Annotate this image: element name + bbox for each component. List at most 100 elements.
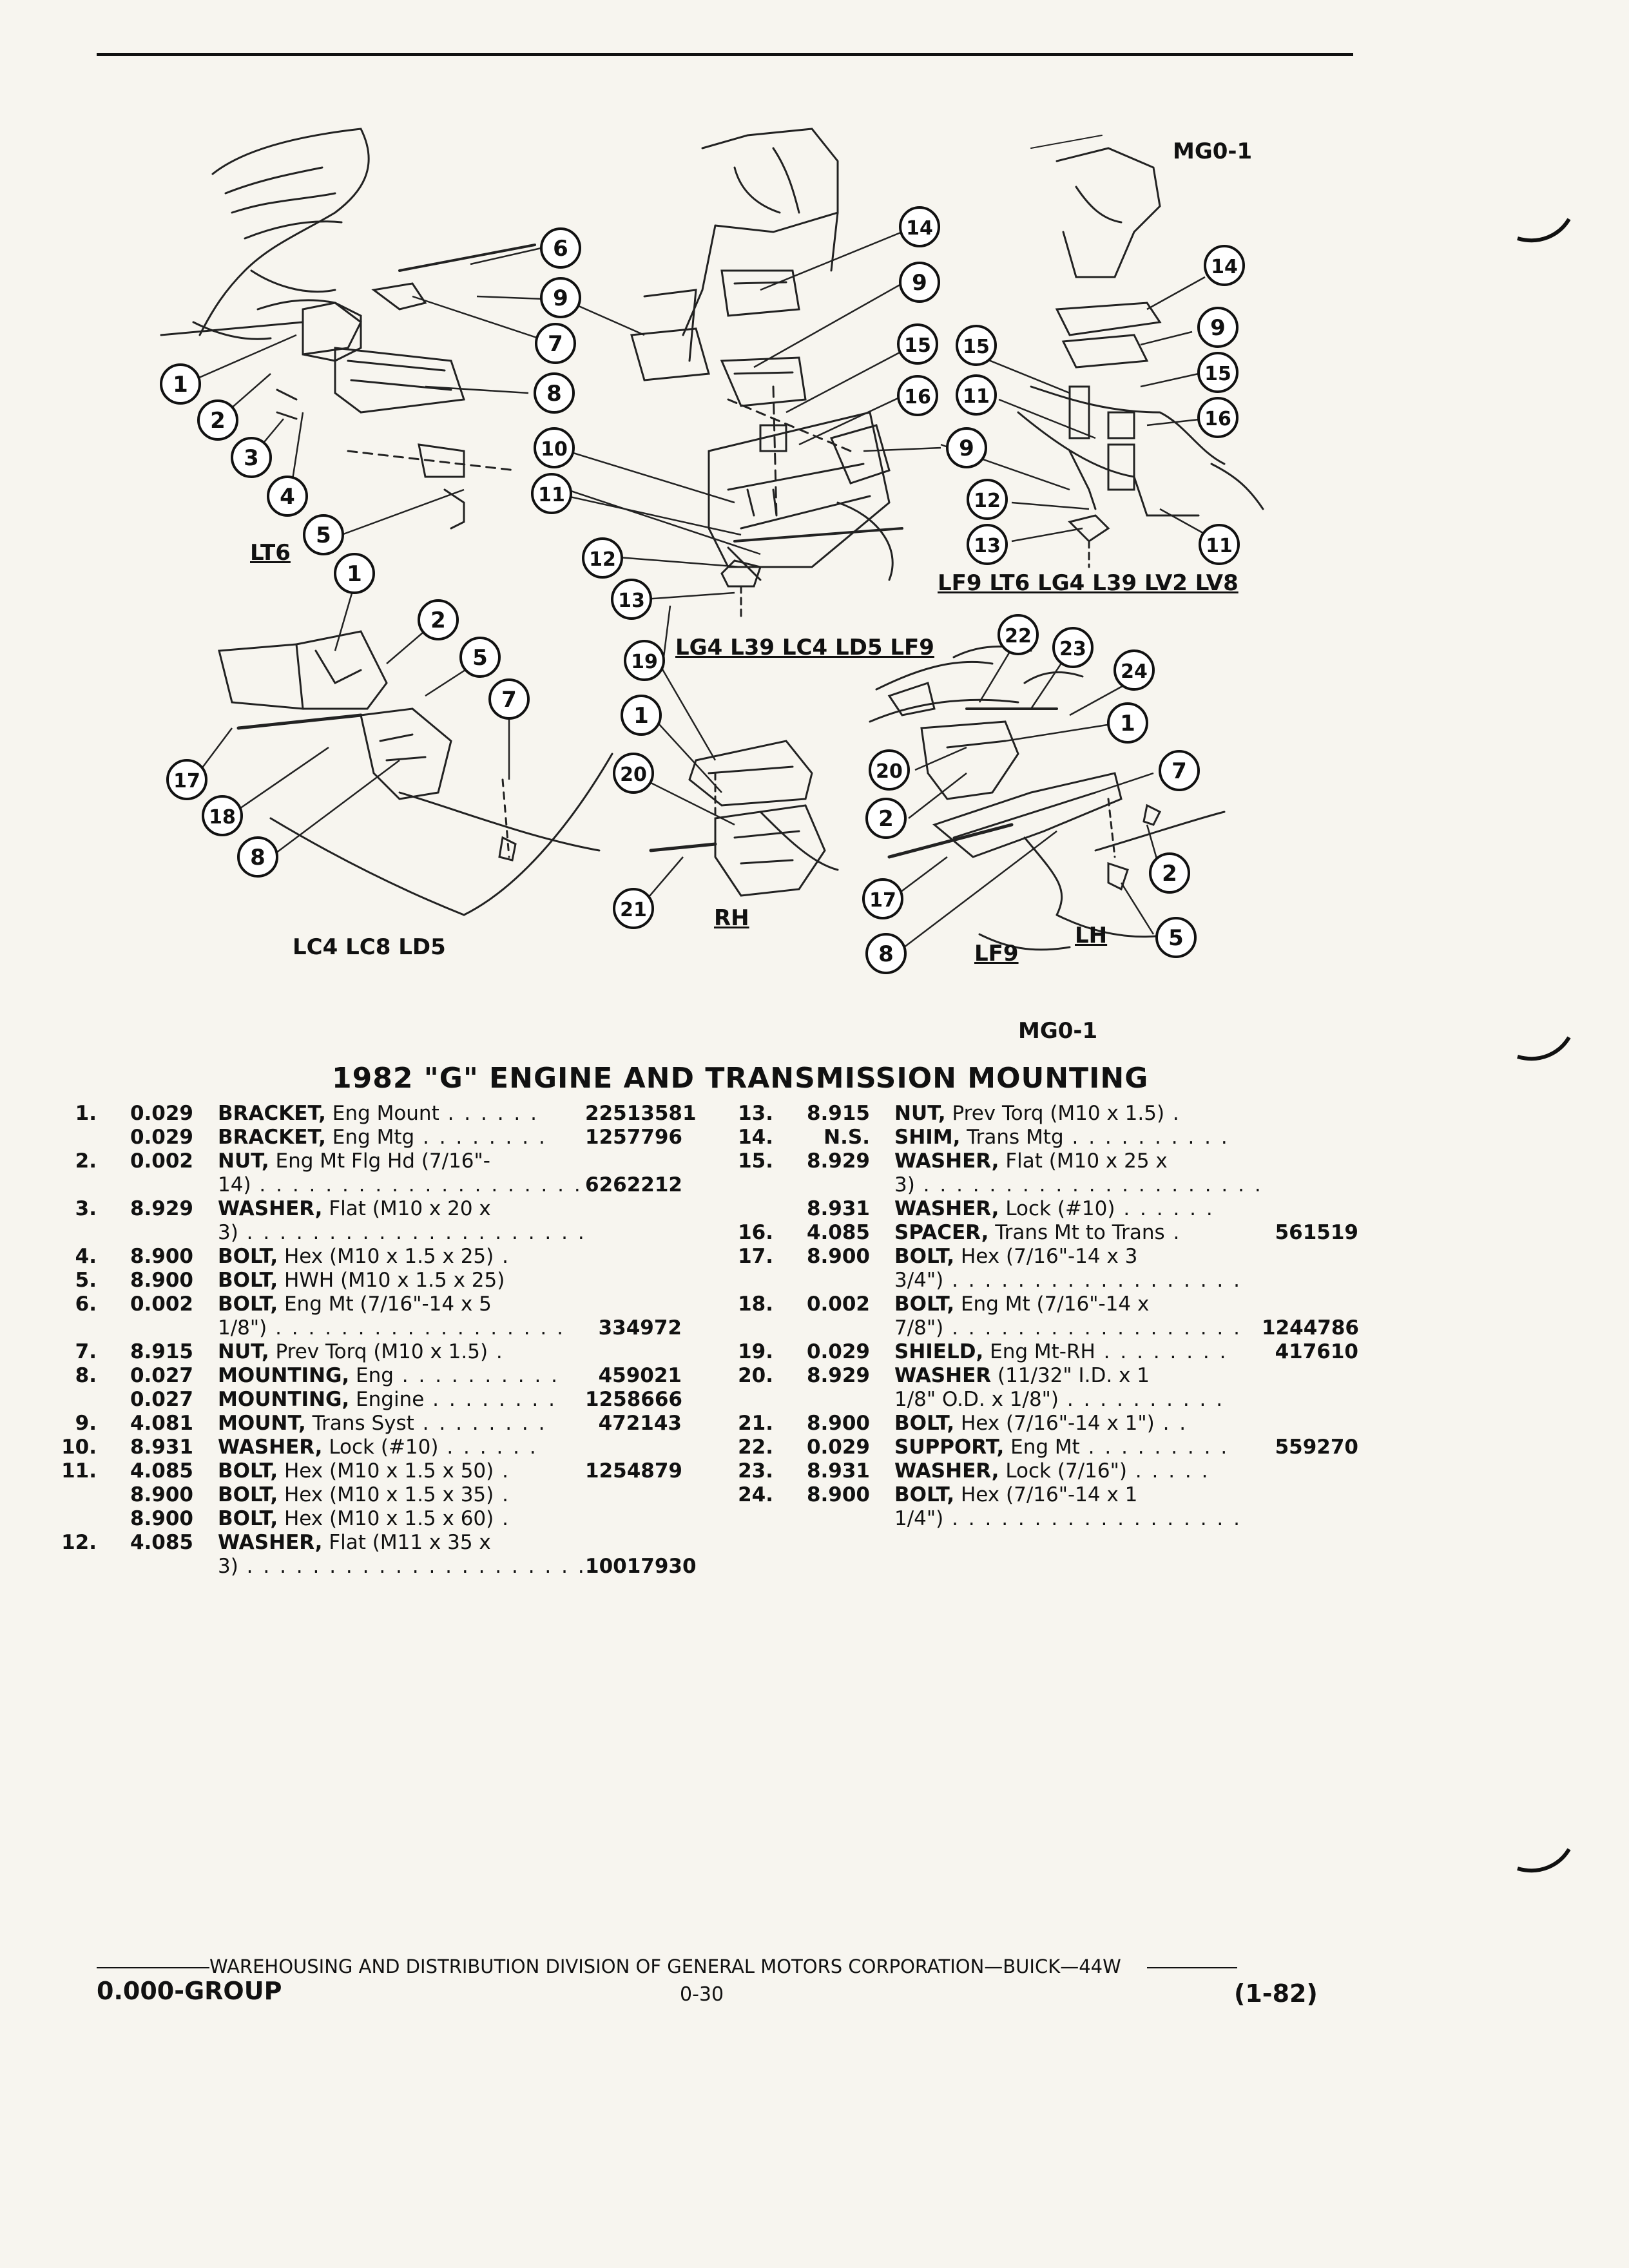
svg-text:11: 11: [963, 385, 990, 408]
svg-text:16: 16: [904, 386, 931, 408]
group-code: [773, 1388, 870, 1412]
item-name: BOLT,: [894, 1483, 955, 1506]
item-number: [709, 1269, 773, 1293]
item-name: WASHER,: [218, 1531, 323, 1554]
item-number: 16.: [738, 1221, 773, 1244]
svg-text:20: 20: [620, 764, 647, 786]
footer-division: WAREHOUSING AND DISTRIBUTION DIVISION OF…: [97, 1956, 1237, 1977]
part-number: [1262, 1245, 1358, 1269]
part-number: [1262, 1269, 1358, 1293]
svg-text:14: 14: [906, 217, 933, 240]
item-number: 8.: [75, 1364, 97, 1387]
item-detail: 1/8" O.D. x 1/8"): [894, 1388, 1059, 1411]
part-number: [1262, 1507, 1358, 1531]
part-number: [1262, 1149, 1358, 1173]
part-number: 1254879: [585, 1459, 682, 1483]
item-name: NUT,: [218, 1149, 269, 1173]
group-code: 0.027: [130, 1364, 193, 1387]
part-number: [585, 1483, 682, 1507]
leader-dots: .: [1164, 1102, 1181, 1125]
svg-text:17: 17: [173, 770, 200, 793]
part-number: [585, 1293, 682, 1316]
part-number: [585, 1531, 682, 1555]
parts-row: 3/4") . . . . . . . . . . . . . . . . . …: [709, 1269, 1358, 1293]
item-name: SPACER,: [894, 1221, 989, 1244]
svg-text:15: 15: [904, 334, 931, 357]
svg-text:14: 14: [1211, 256, 1238, 278]
item-detail: Hex (7/16"-14 x 3: [954, 1245, 1138, 1268]
item-name: SHIELD,: [894, 1340, 984, 1363]
item-name: BOLT,: [218, 1293, 278, 1316]
item-description: WASHER, Lock (#10) . . . . . .: [218, 1436, 585, 1459]
leader-dots: . . . . . . . .: [424, 1388, 557, 1411]
group-code: 0.029: [806, 1436, 870, 1459]
item-description: BOLT, Hex (7/16"-14 x 1") . .: [894, 1412, 1262, 1436]
parts-row: 7/8") . . . . . . . . . . . . . . . . . …: [709, 1316, 1359, 1340]
svg-text:4: 4: [280, 484, 295, 510]
group-code: [97, 1173, 193, 1197]
item-number: 17.: [738, 1245, 773, 1268]
item-description: BOLT, Hex (7/16"-14 x 1: [894, 1483, 1262, 1507]
part-number: 6262212: [585, 1173, 682, 1196]
item-number: 14.: [738, 1126, 773, 1149]
item-number: [32, 1555, 97, 1579]
leader-dots: . . . . . . . . . .: [1063, 1126, 1229, 1149]
svg-text:7: 7: [501, 687, 517, 713]
item-number: [32, 1388, 97, 1412]
item-name: BOLT,: [894, 1412, 955, 1435]
group-code: 4.085: [806, 1221, 870, 1244]
leader-dots: .: [494, 1507, 510, 1530]
svg-text:12: 12: [974, 490, 1001, 512]
svg-text:20: 20: [876, 760, 903, 783]
part-number: [1262, 1388, 1358, 1412]
svg-text:9: 9: [912, 270, 927, 296]
svg-text:9: 9: [1210, 315, 1226, 341]
svg-text:17: 17: [869, 889, 896, 912]
leader-dots: . . . . . .: [439, 1102, 539, 1125]
group-code: 8.900: [806, 1483, 870, 1506]
item-detail: Prev Torq (M10 x 1.5): [945, 1102, 1165, 1125]
group-code: 8.915: [130, 1340, 193, 1363]
svg-text:9: 9: [959, 436, 974, 461]
item-name: MOUNTING,: [218, 1388, 350, 1411]
lc4-bracket-drawing: [218, 630, 613, 916]
item-number: 18.: [738, 1293, 773, 1316]
label-rh: RH: [714, 905, 749, 931]
label-lc4-lc8-ld5: LC4 LC8 LD5: [293, 934, 446, 960]
svg-text:23: 23: [1059, 638, 1086, 660]
part-number: 10017930: [585, 1555, 697, 1578]
part-number: [1262, 1197, 1358, 1221]
leader-dots: .: [494, 1245, 510, 1268]
lh-bracket-drawing: [869, 645, 1226, 951]
item-detail: Eng Mt Flg Hd (7/16"-: [269, 1149, 490, 1173]
leader-dots: . . . . . . . . . . . . . . . . . . . . …: [238, 1221, 585, 1244]
leader-dots: . .: [1154, 1412, 1188, 1435]
item-detail: Lock (7/16"): [999, 1459, 1127, 1483]
item-description: WASHER, Flat (M10 x 20 x: [218, 1197, 585, 1221]
label-lh: LH: [1075, 923, 1108, 948]
group-code: [97, 1221, 193, 1245]
part-number: 1258666: [585, 1388, 682, 1411]
parts-row: 3) . . . . . . . . . . . . . . . . . . .…: [32, 1221, 682, 1245]
svg-text:8: 8: [546, 381, 562, 407]
part-number: 22513581: [585, 1102, 697, 1125]
item-name: WASHER,: [894, 1197, 999, 1220]
group-code: 8.900: [130, 1483, 193, 1506]
group-code: 0.029: [806, 1340, 870, 1363]
leader-dots: . . . . . . . . . . . . . . . . . .: [943, 1316, 1242, 1340]
part-number: [1262, 1364, 1358, 1388]
item-detail: Hex (M10 x 1.5 x 25): [278, 1245, 494, 1268]
leader-dots: . . . . . .: [438, 1436, 538, 1459]
group-code: 0.027: [130, 1388, 193, 1411]
group-code: 8.900: [130, 1245, 193, 1268]
item-number: 4.: [75, 1245, 97, 1268]
